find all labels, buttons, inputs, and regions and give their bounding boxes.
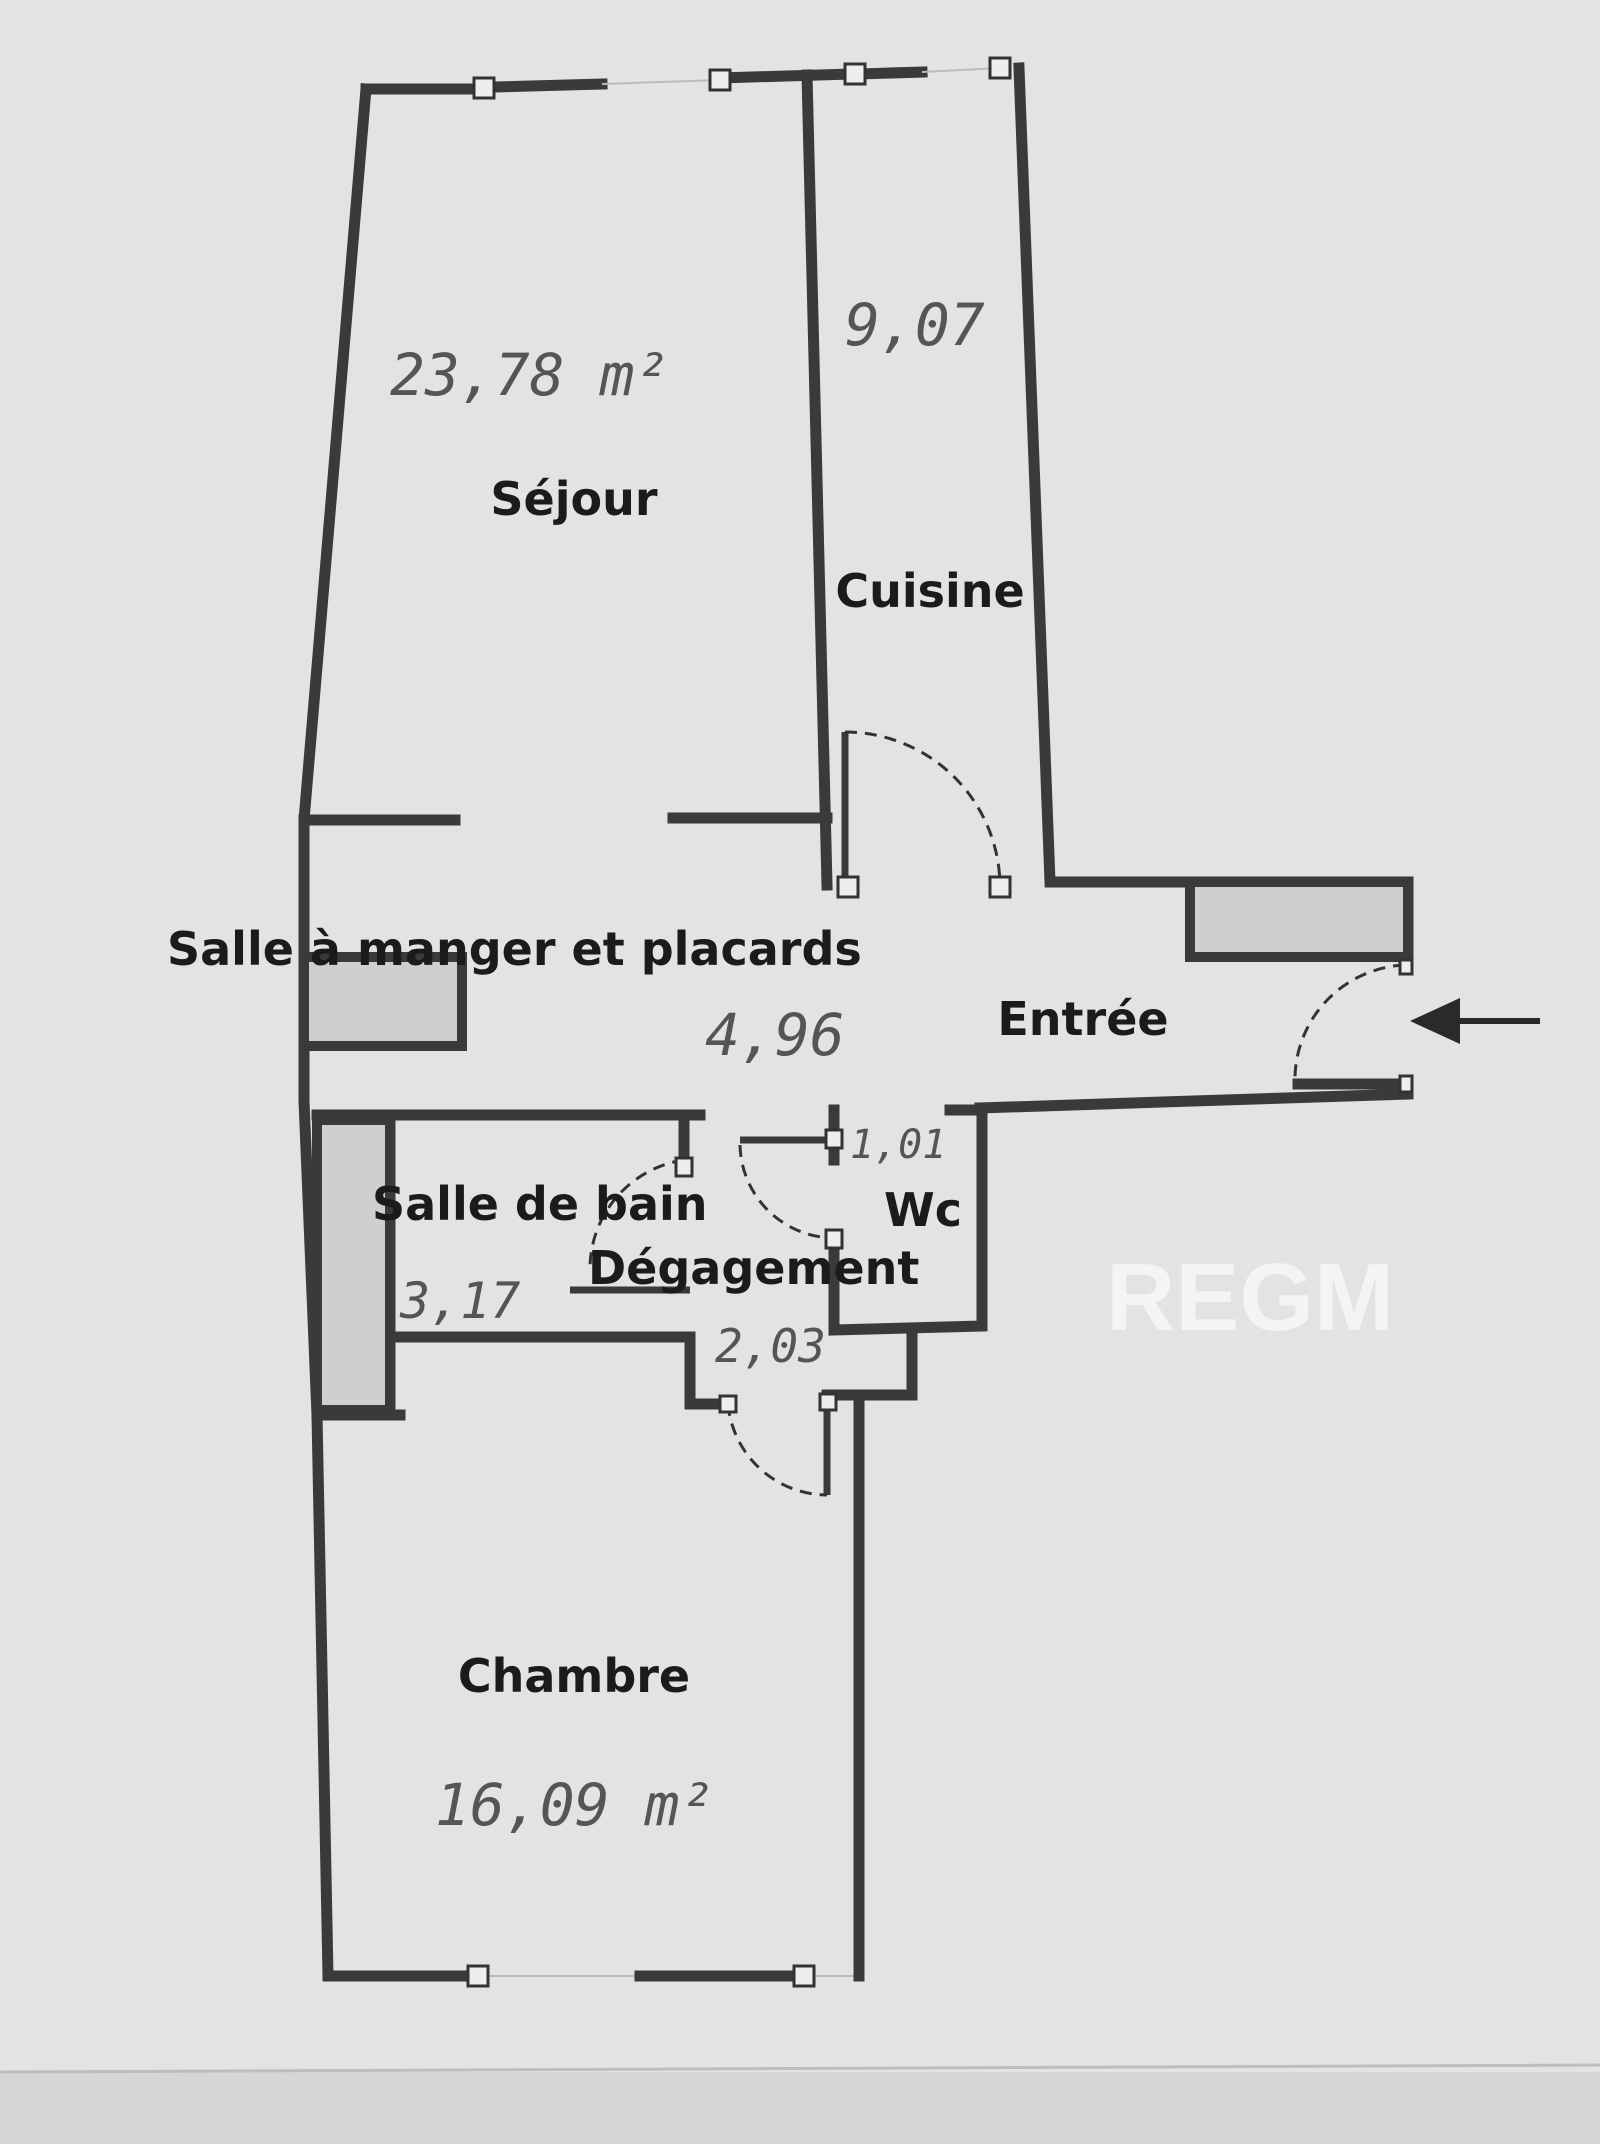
closets xyxy=(299,877,1413,1415)
entree-label: Entrée xyxy=(997,992,1168,1046)
sejour-area: 23,78 m² xyxy=(390,341,669,409)
wc-area: 1,01 xyxy=(850,1122,946,1168)
wc-label: Wc xyxy=(884,1183,962,1237)
degagement-label: Dégagement xyxy=(588,1241,919,1295)
kitchen-door-arc xyxy=(844,730,1002,887)
wall-nodes xyxy=(466,56,1414,1988)
salle-a-manger-label: Salle à manger et placards xyxy=(167,922,862,976)
entry-closet xyxy=(1185,877,1413,962)
bathroom-closet xyxy=(312,1115,395,1415)
paper-sheet xyxy=(0,0,1600,2072)
door-swings xyxy=(588,730,1406,1497)
salle-de-bain-label: Salle de bain xyxy=(372,1177,708,1231)
chambre-label: Chambre xyxy=(458,1649,690,1703)
cuisine-area: 9,07 xyxy=(845,291,985,359)
salle-de-bain-area: 3,17 xyxy=(399,1272,520,1330)
dining-closet xyxy=(299,952,467,1051)
degagement-area: 2,03 xyxy=(715,1319,826,1373)
cuisine-label: Cuisine xyxy=(835,564,1024,618)
entree-area: 4,96 xyxy=(705,1001,845,1069)
entry-door-arc xyxy=(1293,963,1406,1085)
bedroom-door-arc xyxy=(726,1403,828,1497)
wc-door-arc xyxy=(738,1144,835,1240)
sejour-label: Séjour xyxy=(490,472,657,526)
chambre-area: 16,09 m² xyxy=(435,1771,714,1839)
watermark: REGM xyxy=(1106,1244,1394,1351)
bathroom-door-arc xyxy=(588,1158,685,1271)
paper-edge xyxy=(0,2063,1600,2074)
entry-arrow-icon xyxy=(1410,998,1540,1044)
